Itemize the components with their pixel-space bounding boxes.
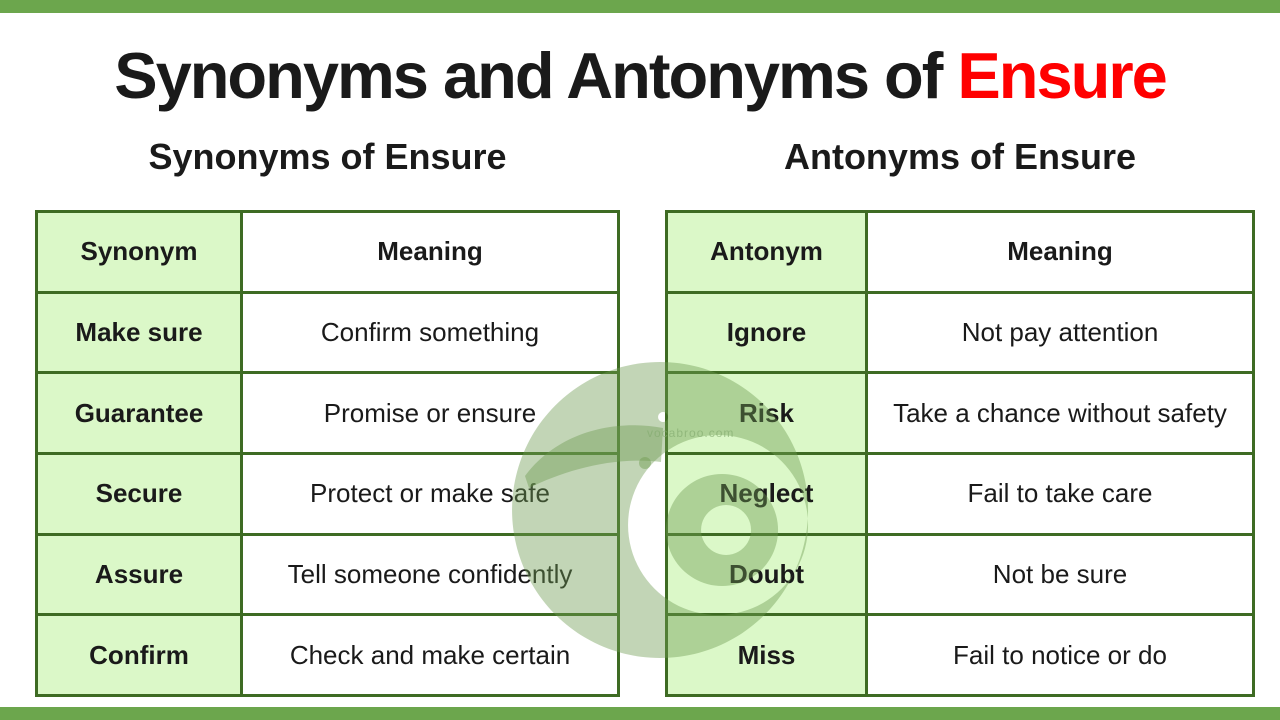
meaning-cell: Promise or ensure: [240, 371, 620, 455]
antonym-cell: Risk: [665, 371, 868, 455]
table-row: Guarantee Promise or ensure: [35, 371, 620, 455]
synonym-cell: Guarantee: [35, 371, 243, 455]
table-row: Assure Tell someone confidently: [35, 532, 620, 617]
synonym-cell: Secure: [35, 451, 243, 536]
synonym-cell: Assure: [35, 532, 243, 617]
table-row: Neglect Fail to take care: [665, 451, 1255, 536]
antonym-header-cell: Antonym: [665, 210, 868, 294]
antonym-cell: Neglect: [665, 451, 868, 536]
meaning-cell: Not be sure: [865, 532, 1255, 617]
synonym-cell: Make sure: [35, 290, 243, 375]
top-accent-bar: [0, 0, 1280, 13]
antonyms-subtitle: Antonyms of Ensure: [783, 136, 1137, 177]
table-header-row: Antonym Meaning: [665, 210, 1255, 294]
table-row: Confirm Check and make certain: [35, 613, 620, 697]
antonyms-table: Antonym Meaning Ignore Not pay attention…: [665, 210, 1255, 697]
antonym-cell: Ignore: [665, 290, 868, 375]
table-row: Secure Protect or make safe: [35, 451, 620, 536]
synonyms-table: Synonym Meaning Make sure Confirm someth…: [35, 210, 620, 697]
meaning-cell: Not pay attention: [865, 290, 1255, 375]
meaning-cell: Take a chance without safety: [865, 371, 1255, 455]
page-title-keyword: Ensure: [957, 39, 1167, 112]
table-row: Ignore Not pay attention: [665, 290, 1255, 375]
synonyms-subtitle: Synonyms of Ensure: [148, 136, 507, 177]
table-row: Make sure Confirm something: [35, 290, 620, 375]
table-row: Risk Take a chance without safety: [665, 371, 1255, 455]
synonym-header-cell: Synonym: [35, 210, 243, 294]
meaning-cell: Fail to take care: [865, 451, 1255, 536]
meaning-cell: Tell someone confidently: [240, 532, 620, 617]
synonym-cell: Confirm: [35, 613, 243, 697]
meaning-cell: Check and make certain: [240, 613, 620, 697]
antonym-cell: Miss: [665, 613, 868, 697]
meaning-cell: Confirm something: [240, 290, 620, 375]
meaning-cell: Fail to notice or do: [865, 613, 1255, 697]
table-header-row: Synonym Meaning: [35, 210, 620, 294]
page-title-main: Synonyms and Antonyms of: [114, 39, 943, 112]
bottom-accent-bar: [0, 707, 1280, 720]
meaning-header-cell: Meaning: [240, 210, 620, 294]
table-row: Miss Fail to notice or do: [665, 613, 1255, 697]
meaning-cell: Protect or make safe: [240, 451, 620, 536]
meaning-header-cell: Meaning: [865, 210, 1255, 294]
table-row: Doubt Not be sure: [665, 532, 1255, 617]
antonym-cell: Doubt: [665, 532, 868, 617]
